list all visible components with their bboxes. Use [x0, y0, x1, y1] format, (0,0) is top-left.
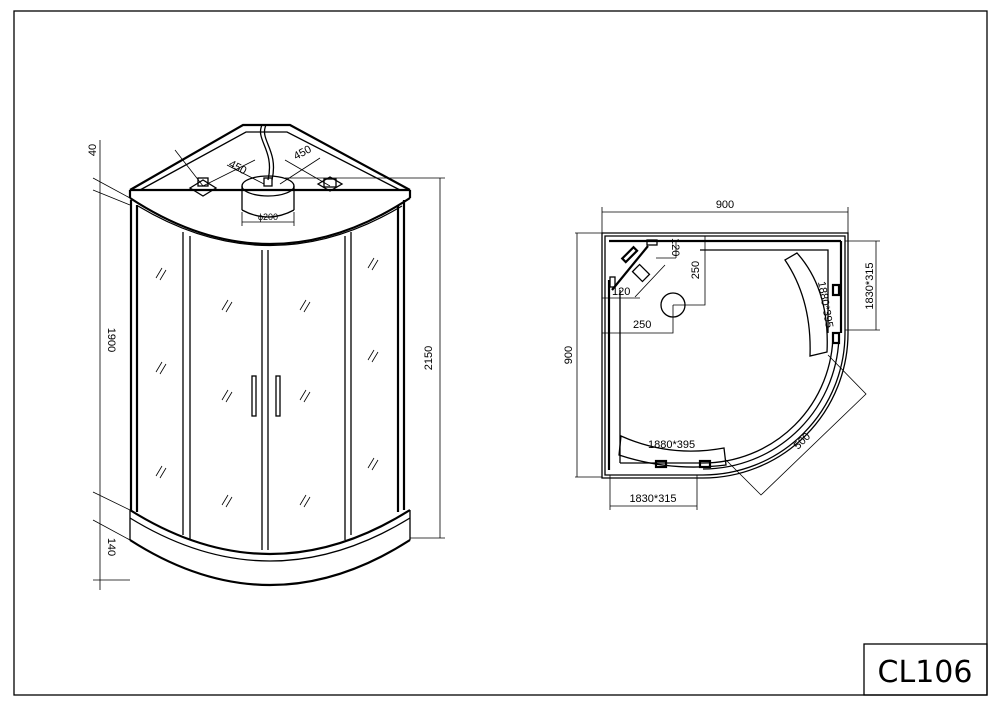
- door-handle-right-icon: [275, 375, 281, 417]
- dim-top-height: 40: [87, 144, 99, 156]
- dim-corner-y: 120: [669, 238, 681, 256]
- frame-posts: [129, 200, 406, 512]
- dim-drain-x: 250: [633, 319, 651, 331]
- door-bottom-outline: [618, 435, 727, 468]
- glass-reflection-marks: [155, 257, 379, 508]
- door-handle-left-icon: [251, 375, 257, 417]
- dim-right-spacing: 450: [292, 143, 314, 162]
- dim-total-height: 2150: [423, 346, 435, 370]
- dim-fixed-panel-right: 1830*315: [864, 262, 876, 309]
- panel-edges: [182, 232, 352, 550]
- dim-drain-y: 250: [690, 261, 702, 279]
- shower-hose: [259, 124, 271, 181]
- roof-front-curve: [129, 197, 411, 246]
- tray: [129, 510, 411, 540]
- door-right-outline: [784, 252, 828, 357]
- bottom-frame-curve: [129, 509, 411, 556]
- door-rollers: [654, 283, 841, 469]
- model-number: CL106: [878, 655, 973, 690]
- dim-tray-height: 140: [105, 538, 117, 556]
- title-block: CL106: [863, 643, 988, 696]
- dim-head-diameter: ϕ200: [258, 212, 278, 222]
- dim-door-bottom: 1880*395: [648, 439, 695, 451]
- plan-view: 120 120 250 250 1880*395 1880*395 500 90…: [563, 199, 880, 510]
- dim-fixed-panel-bottom: 1830*315: [629, 493, 676, 505]
- light-fixture-icon: [188, 177, 218, 197]
- dim-width: 900: [716, 199, 734, 211]
- elevation-view: 450 450 ϕ200 40 1900 140 2150: [87, 123, 445, 590]
- dim-corner-x: 120: [612, 286, 630, 298]
- dim-depth: 900: [563, 346, 575, 364]
- corner-shelf-icon: [631, 263, 651, 283]
- speaker-fixture-icon: [316, 176, 344, 192]
- sheet-border: [13, 10, 988, 696]
- tray-outline: [601, 232, 849, 479]
- dim-panel-height: 1900: [105, 328, 117, 352]
- roof-outline: [129, 123, 411, 191]
